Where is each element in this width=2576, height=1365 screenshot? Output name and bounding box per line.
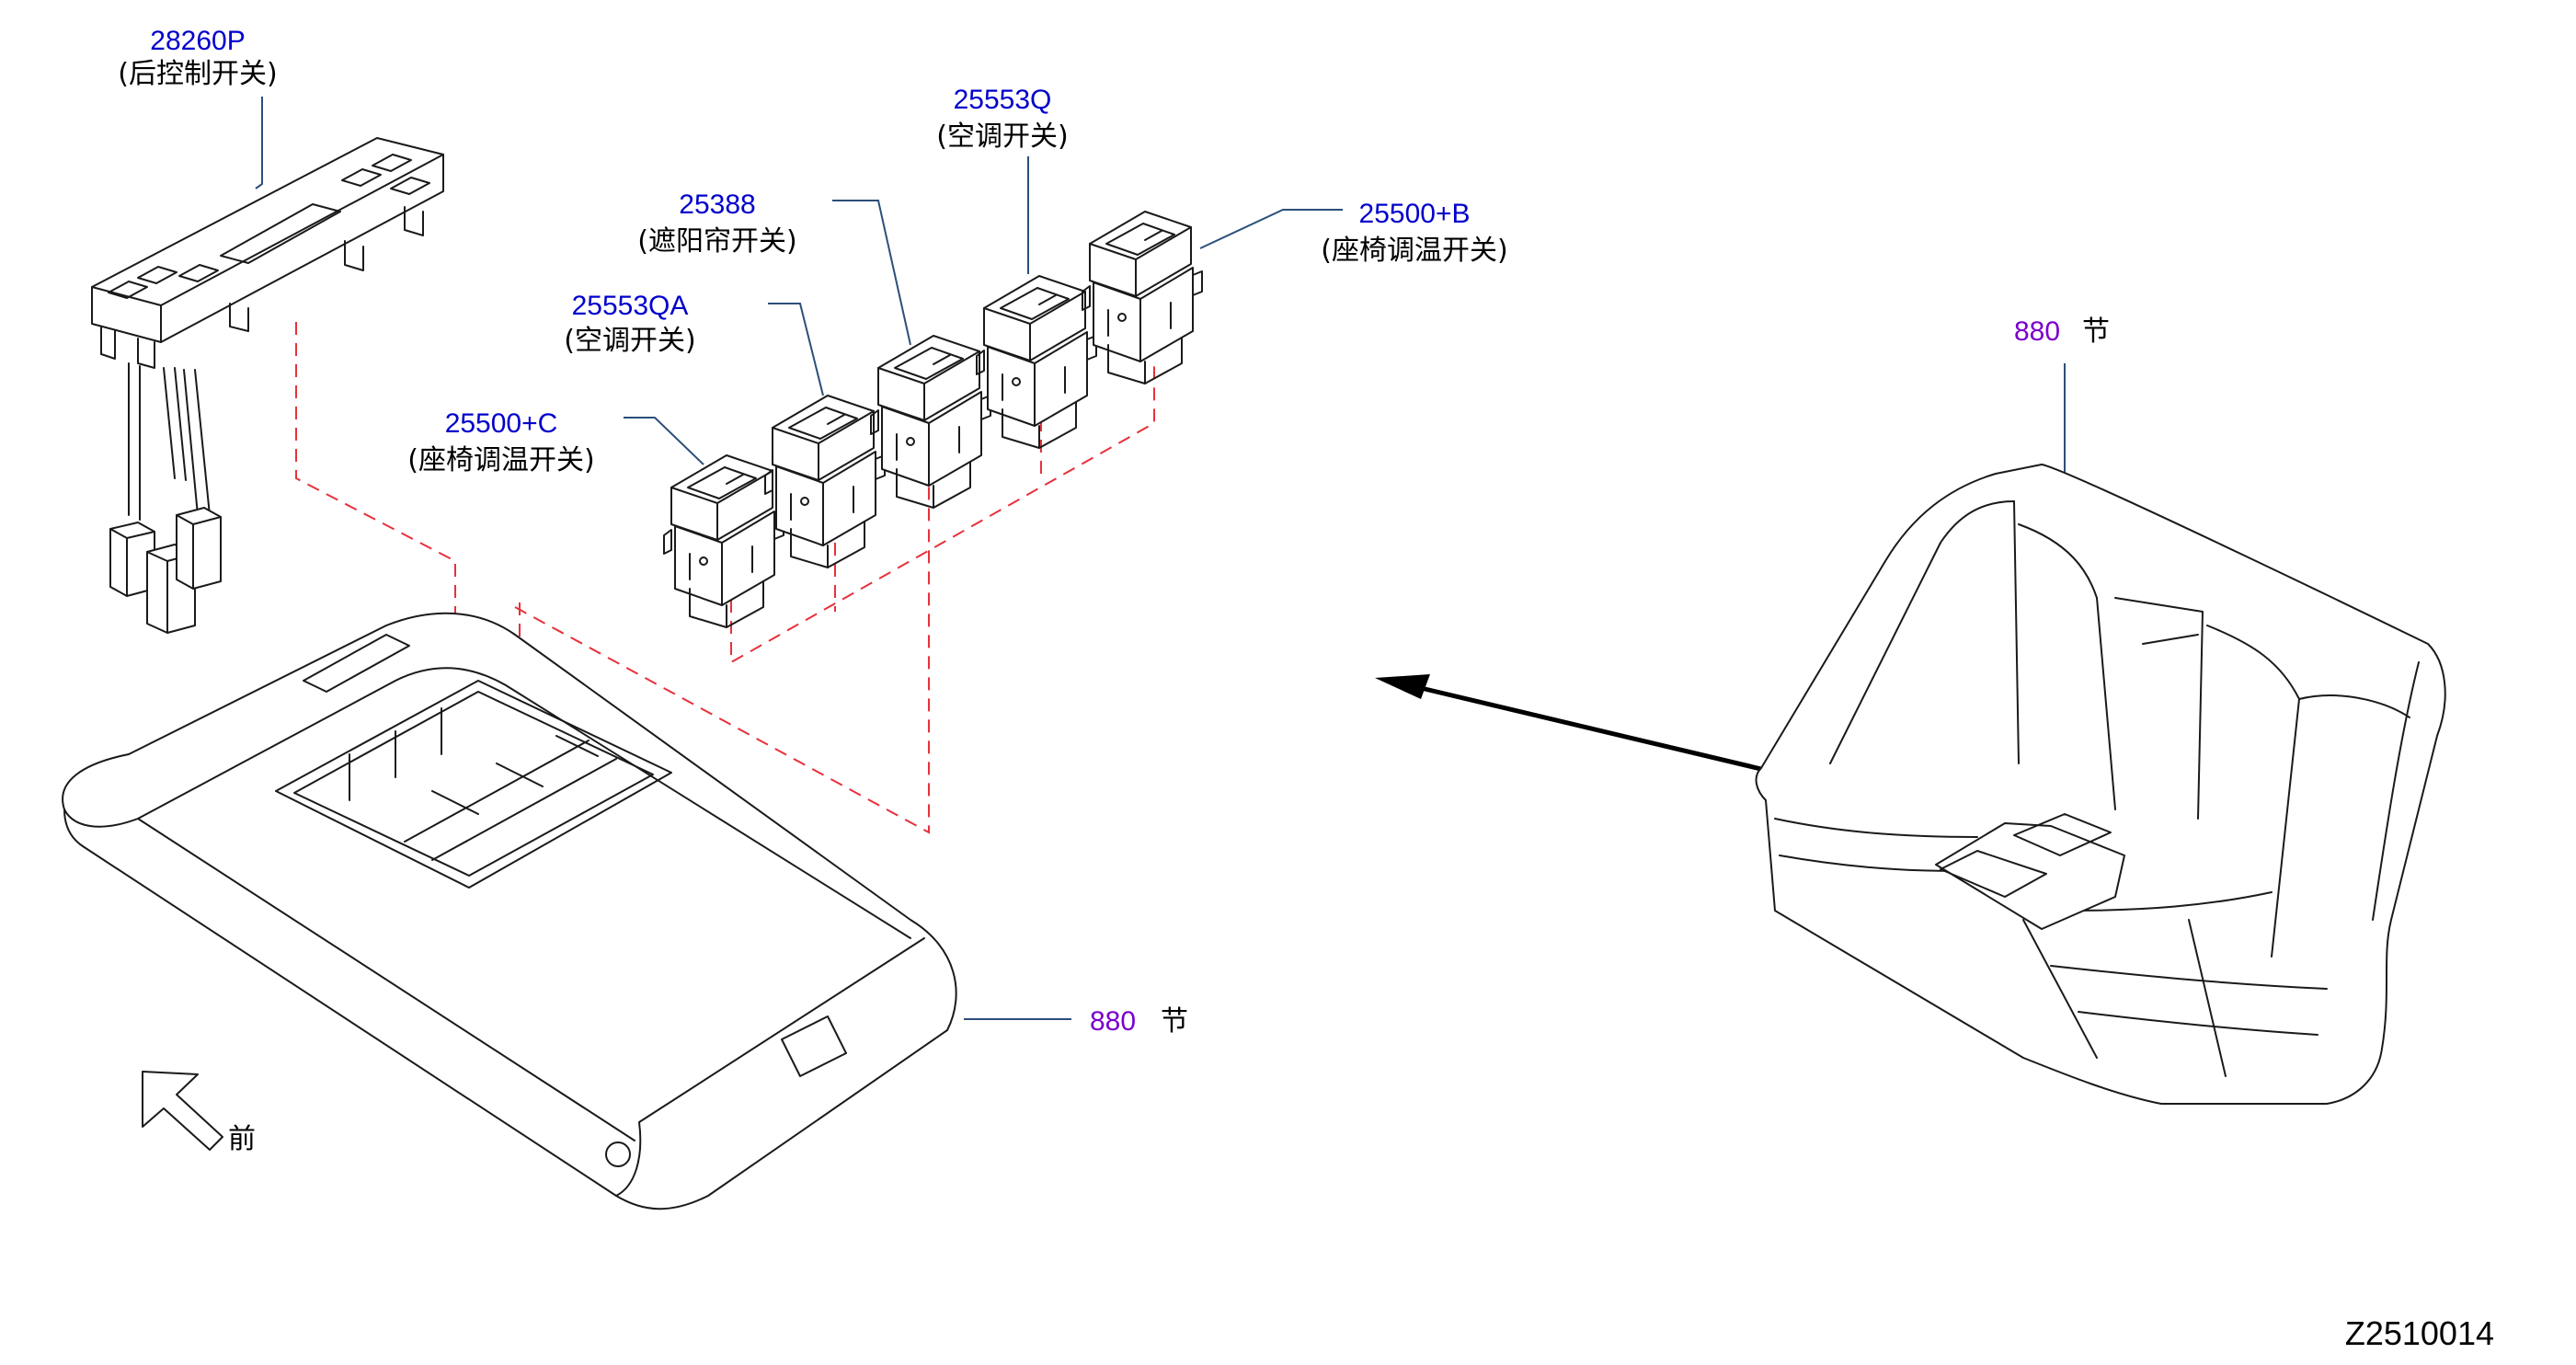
ref-section: 节 <box>2082 315 2110 348</box>
part-number: 25553QA <box>572 291 689 321</box>
ref-number: 880 <box>2014 316 2060 347</box>
part-name: (空调开关) <box>936 120 1068 153</box>
ref-section: 节 <box>1161 1005 1188 1038</box>
part-number: 25388 <box>679 189 755 220</box>
front-arrow-icon <box>142 1071 223 1151</box>
ref-number: 880 <box>1090 1006 1136 1037</box>
rear-control-switch-28260P <box>91 137 444 634</box>
ref-label-seat: 880 节 <box>2014 315 2110 348</box>
ac-switch-25553Q <box>976 275 1097 449</box>
label-25553QA: 25553QA (空调开关) <box>564 291 695 357</box>
part-name: (座椅调温开关) <box>1321 235 1507 267</box>
part-number: 25553Q <box>954 85 1052 115</box>
label-28260P: 28260P (后控制开关) <box>118 26 277 90</box>
seat-heater-switch-25500B <box>1082 211 1203 384</box>
part-name: (座椅调温开关) <box>407 444 594 476</box>
part-name: (空调开关) <box>564 325 695 357</box>
part-name: (后控制开关) <box>118 58 277 90</box>
part-name: (遮阳帘开关) <box>637 225 796 258</box>
ref-label-console: 880 节 <box>1090 1005 1188 1038</box>
part-number: 25500+B <box>1359 199 1471 229</box>
ac-switch-25553QA <box>764 395 886 568</box>
sunshade-switch-25388 <box>870 335 991 509</box>
leader-lines <box>255 97 2066 1020</box>
diagram-id: Z2510014 <box>2345 1314 2494 1352</box>
part-number: 25500+C <box>445 408 558 439</box>
rear-seat <box>1755 464 2446 1105</box>
label-25388: 25388 (遮阳帘开关) <box>637 189 796 258</box>
armrest-console <box>62 612 957 1210</box>
part-number: 28260P <box>150 26 245 56</box>
label-25553Q: 25553Q (空调开关) <box>936 85 1068 153</box>
label-25500-B: 25500+B (座椅调温开关) <box>1321 199 1507 267</box>
label-25500-C: 25500+C (座椅调温开关) <box>407 408 594 476</box>
front-label: 前 <box>228 1123 256 1155</box>
